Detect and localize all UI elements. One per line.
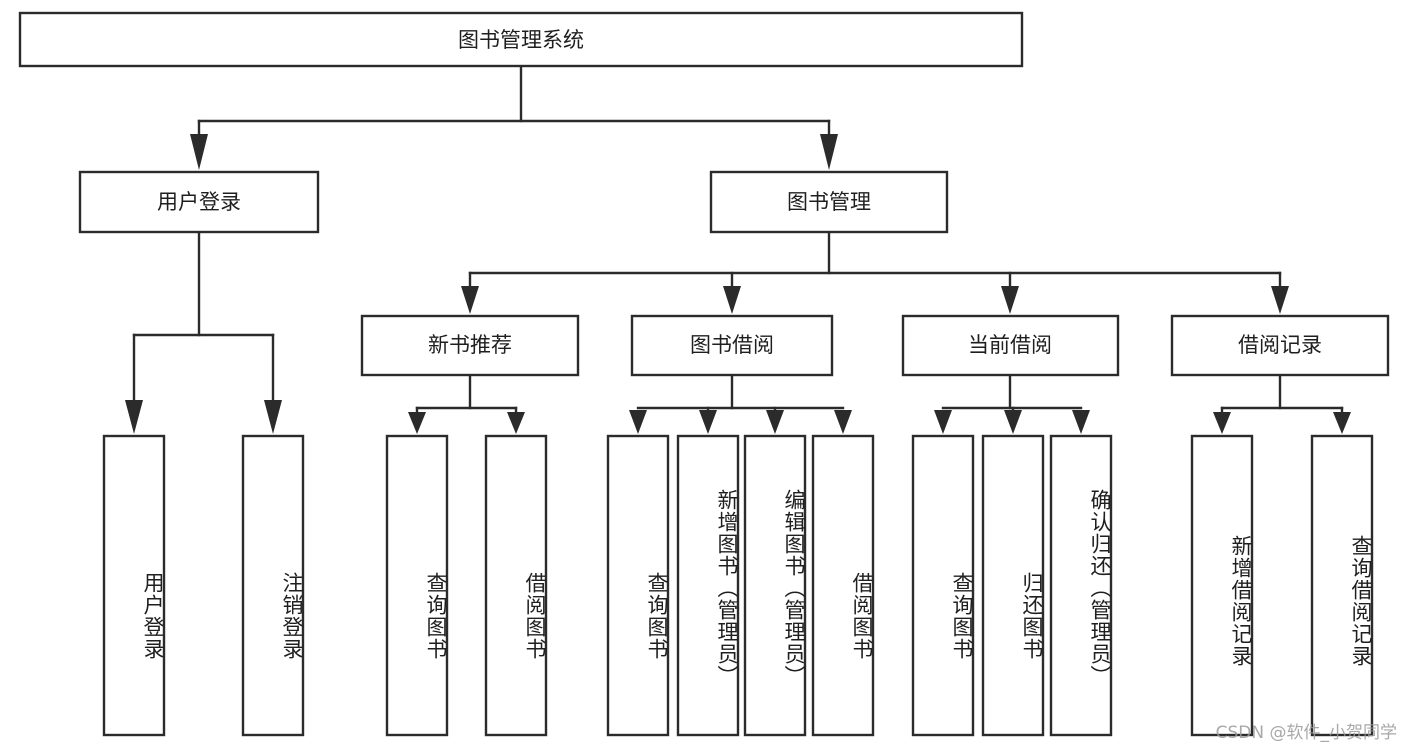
- node-user-login[interactable]: 用户登录: [78, 170, 320, 234]
- arrow-head-cb-return: [1004, 410, 1022, 434]
- node-current-borrow[interactable]: 当前借阅: [901, 314, 1120, 377]
- arrow-head-new-book: [461, 286, 479, 314]
- leaf-nb-borrow-book-rect[interactable]: [484, 434, 548, 737]
- leaf-br-query-record-rect[interactable]: [1310, 434, 1374, 737]
- csdn-watermark: CSDN @软件_小贺同学: [1215, 723, 1397, 743]
- arrow-head-nb-query: [408, 412, 426, 434]
- node-new-book-recommend-rect[interactable]: [360, 314, 580, 377]
- leaf-user-login-rect[interactable]: [102, 434, 166, 737]
- connector-group-root: [190, 64, 838, 170]
- node-root-rect[interactable]: [18, 11, 1024, 68]
- node-book-management-label: 图书管理: [787, 190, 871, 214]
- leaf-bb-lend-book-rect[interactable]: [811, 434, 875, 737]
- node-book-borrow-label: 图书借阅: [690, 333, 774, 357]
- arrow-head-br-add: [1213, 412, 1231, 434]
- leaf-cb-confirm-return-rect[interactable]: [1049, 434, 1113, 737]
- arrow-head-borrow-record: [1271, 286, 1289, 314]
- node-new-book-recommend[interactable]: 新书推荐: [360, 314, 580, 377]
- leaf-nodes-group: [102, 434, 1374, 737]
- node-current-borrow-rect[interactable]: [901, 314, 1120, 377]
- node-book-management-rect[interactable]: [709, 170, 949, 234]
- leaf-br-add-record-rect[interactable]: [1190, 434, 1254, 737]
- node-user-login-label: 用户登录: [157, 190, 241, 214]
- arrow-head-book-mgmt: [820, 134, 838, 170]
- node-borrow-record-label: 借阅记录: [1238, 333, 1322, 357]
- node-new-book-recommend-label: 新书推荐: [428, 333, 512, 357]
- connector-group-user-login: [125, 230, 282, 434]
- node-root[interactable]: 图书管理系统: [18, 11, 1024, 68]
- connector-group-book-borrow: [629, 373, 852, 434]
- arrow-head-cb-confirm: [1072, 410, 1090, 434]
- arrow-head-bb-query: [629, 410, 647, 434]
- arrow-head-bb-lend: [834, 410, 852, 434]
- node-borrow-record-rect[interactable]: [1170, 314, 1390, 377]
- node-current-borrow-label: 当前借阅: [968, 333, 1052, 357]
- node-borrow-record[interactable]: 借阅记录: [1170, 314, 1390, 377]
- arrow-head-br-query: [1333, 412, 1351, 434]
- arrow-head-nb-borrow: [507, 412, 525, 434]
- leaf-bb-edit-book-rect[interactable]: [743, 434, 807, 737]
- node-book-borrow[interactable]: 图书借阅: [630, 314, 834, 377]
- connector-group-new-book: [408, 373, 525, 434]
- node-book-borrow-rect[interactable]: [630, 314, 834, 377]
- arrow-head-user-login: [190, 134, 208, 170]
- leaf-bb-query-book-rect[interactable]: [606, 434, 670, 737]
- node-root-label: 图书管理系统: [458, 28, 584, 52]
- leaf-nb-query-book-rect[interactable]: [385, 434, 449, 737]
- leaf-cb-return-book-rect[interactable]: [981, 434, 1045, 737]
- arrow-head-bb-edit: [766, 410, 784, 434]
- node-book-management[interactable]: 图书管理: [709, 170, 949, 234]
- arrow-head-bb-add: [699, 410, 717, 434]
- connector-group-book-mgmt: [461, 230, 1289, 314]
- arrow-head-current-borrow: [1001, 286, 1019, 314]
- connector-group-current-borrow: [934, 373, 1090, 434]
- leaf-bb-add-book-rect[interactable]: [676, 434, 740, 737]
- arrow-head-cb-query: [934, 410, 952, 434]
- arrow-head-leaf-user-login: [125, 400, 143, 434]
- connector-group-borrow-record: [1213, 373, 1351, 434]
- arrow-head-leaf-logout: [264, 400, 282, 434]
- leaf-cb-query-book-rect[interactable]: [911, 434, 975, 737]
- leaf-logout-rect[interactable]: [241, 434, 305, 737]
- node-user-login-rect[interactable]: [78, 170, 320, 234]
- arrow-head-book-borrow: [723, 286, 741, 314]
